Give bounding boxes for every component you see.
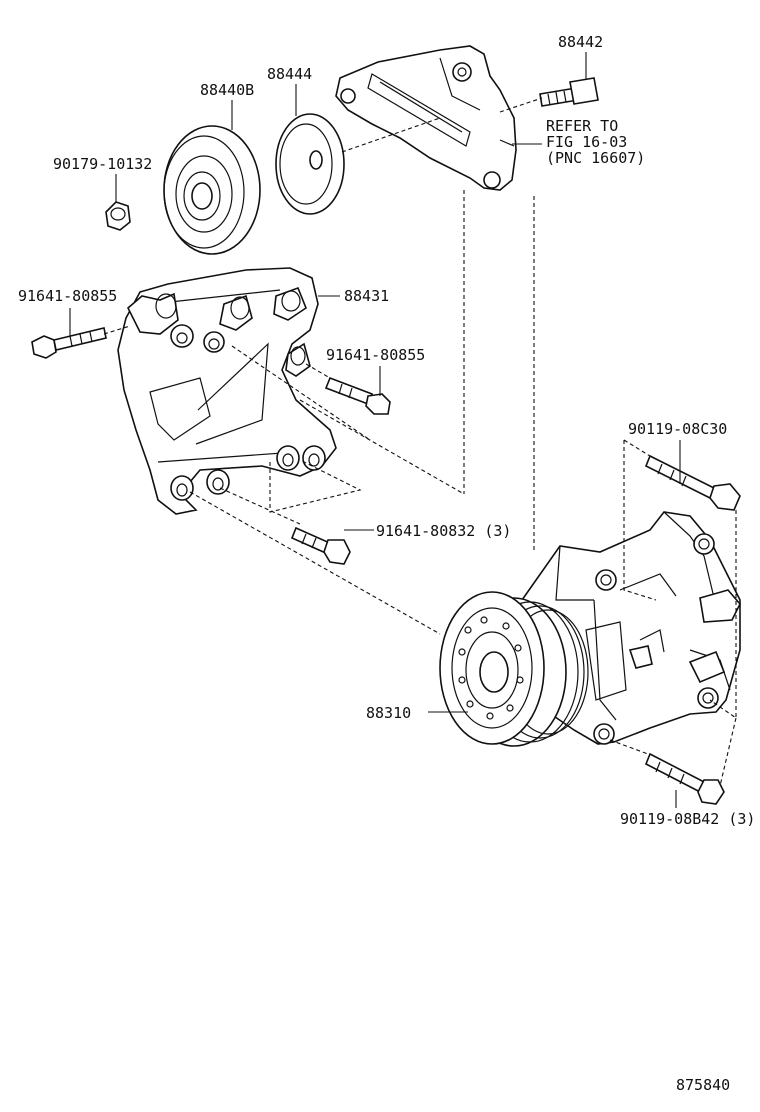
label-90119-08c30: 90119-08C30 bbox=[628, 420, 727, 438]
washer-88444 bbox=[275, 113, 345, 215]
label-88431: 88431 bbox=[344, 287, 389, 305]
callout-labels: 88442 88444 88440B 90179-10132 REFER TO … bbox=[18, 33, 755, 1094]
bolt-91641-80855-left bbox=[31, 327, 107, 359]
figure-id: 875840 bbox=[676, 1076, 730, 1094]
ac-compressor-88310 bbox=[439, 511, 741, 747]
bolt-88442 bbox=[539, 77, 599, 107]
idler-pulley-88440b bbox=[163, 125, 261, 255]
label-88310: 88310 bbox=[366, 704, 411, 722]
compressor-bracket-88431 bbox=[117, 267, 337, 515]
bolt-91641-80832 bbox=[290, 526, 351, 565]
label-91641-80855-right: 91641-80855 bbox=[326, 346, 425, 364]
label-88440b: 88440B bbox=[200, 81, 254, 99]
refer-line-1: REFER TO bbox=[546, 117, 618, 135]
refer-line-3: (PNC 16607) bbox=[546, 149, 645, 167]
label-90119-08b42: 90119-08B42 (3) bbox=[620, 810, 755, 828]
alignment-lines bbox=[103, 97, 737, 787]
label-90179-10132: 90179-10132 bbox=[53, 155, 152, 173]
refer-line-2: FIG 16-03 bbox=[546, 133, 627, 151]
label-88442: 88442 bbox=[558, 33, 603, 51]
bolt-90119-08c30 bbox=[644, 454, 741, 511]
label-91641-80832: 91641-80832 (3) bbox=[376, 522, 511, 540]
bolt-90119-08b42 bbox=[644, 752, 725, 805]
bolt-91641-80855-right bbox=[324, 376, 391, 415]
idler-bracket-88442 bbox=[335, 45, 517, 191]
label-88444: 88444 bbox=[267, 65, 312, 83]
nut-90179-10132 bbox=[105, 201, 131, 231]
label-91641-80855-left: 91641-80855 bbox=[18, 287, 117, 305]
leader-lines bbox=[69, 52, 681, 808]
